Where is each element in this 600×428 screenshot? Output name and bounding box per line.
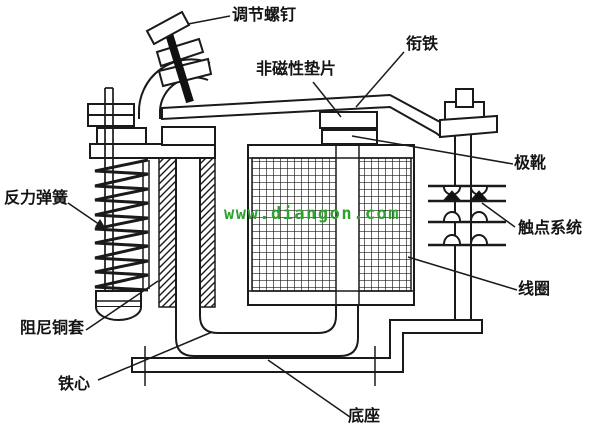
label-pole-shoe: 极靴 <box>514 153 547 172</box>
watermark-text: www.diangon.com <box>224 204 401 224</box>
adjustment-screw <box>145 10 213 104</box>
contact-post <box>439 88 498 320</box>
label-nonmagnetic-shim: 非磁性垫片 <box>256 59 337 78</box>
label-damping-copper-sleeve: 阻尼铜套 <box>20 318 85 337</box>
label-iron-core: 铁心 <box>58 374 91 393</box>
label-adjustment-screw: 调节螺钉 <box>232 5 297 24</box>
label-reaction-spring: 反力弹簧 <box>4 188 69 207</box>
coil <box>247 144 415 306</box>
damping-copper-sleeve <box>158 157 216 308</box>
spring-leader-arrowhead <box>95 219 106 229</box>
nonmagnetic-shim <box>319 111 378 129</box>
label-coil: 线圈 <box>518 279 551 298</box>
leader-lines <box>67 15 518 418</box>
label-base: 底座 <box>348 406 381 425</box>
contact-system <box>428 184 506 247</box>
label-contact-system: 触点系统 <box>518 218 583 237</box>
reaction-spring-assembly <box>87 87 216 321</box>
base-plate <box>131 319 483 386</box>
hinge-block <box>161 126 216 146</box>
pole-shoe <box>321 129 378 145</box>
label-armature: 衔铁 <box>406 34 439 53</box>
iron-core <box>175 158 359 357</box>
